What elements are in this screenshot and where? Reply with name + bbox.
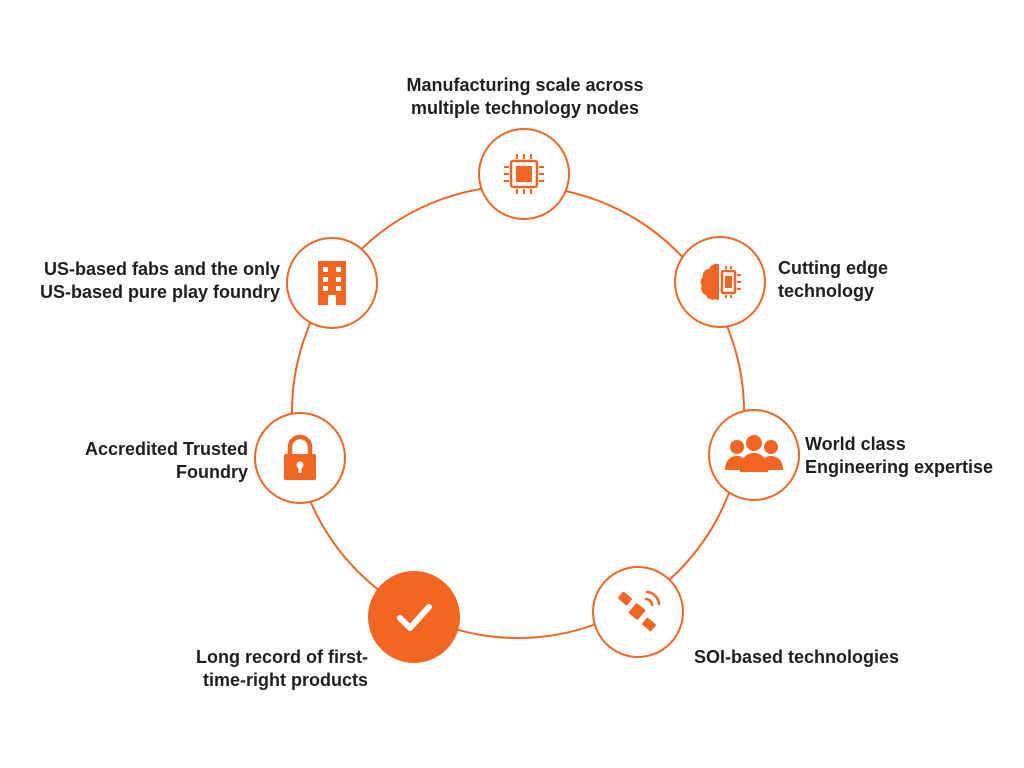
node-us-based-fabs	[286, 237, 378, 329]
label-trusted-foundry: Accredited Trusted Foundry	[84, 439, 248, 482]
padlock-icon	[284, 434, 316, 480]
brain-chip-icon	[700, 263, 741, 300]
label-manufacturing-scale: Manufacturing scale across multiple tech…	[406, 75, 644, 118]
chip-icon	[504, 154, 544, 194]
node-first-time-right	[368, 571, 460, 663]
checkmark-icon	[397, 604, 432, 631]
node-cutting-edge	[674, 236, 766, 328]
node-trusted-foundry	[254, 412, 346, 504]
node-manufacturing-scale	[478, 128, 570, 220]
node-soi-technologies	[592, 566, 684, 658]
node-engineering-expertise	[708, 409, 800, 501]
team-icon	[725, 435, 783, 472]
building-icon	[318, 261, 346, 305]
label-us-based-fabs: US-based fabs and the only US-based pure…	[39, 259, 280, 302]
label-cutting-edge: Cutting edge technology	[778, 258, 888, 301]
satellite-icon	[618, 590, 661, 632]
label-first-time-right: Long record of first- time-right product…	[196, 647, 368, 690]
label-engineering-expertise: World class Engineering expertise	[805, 434, 994, 477]
label-soi-technologies: SOI-based technologies	[694, 647, 900, 667]
